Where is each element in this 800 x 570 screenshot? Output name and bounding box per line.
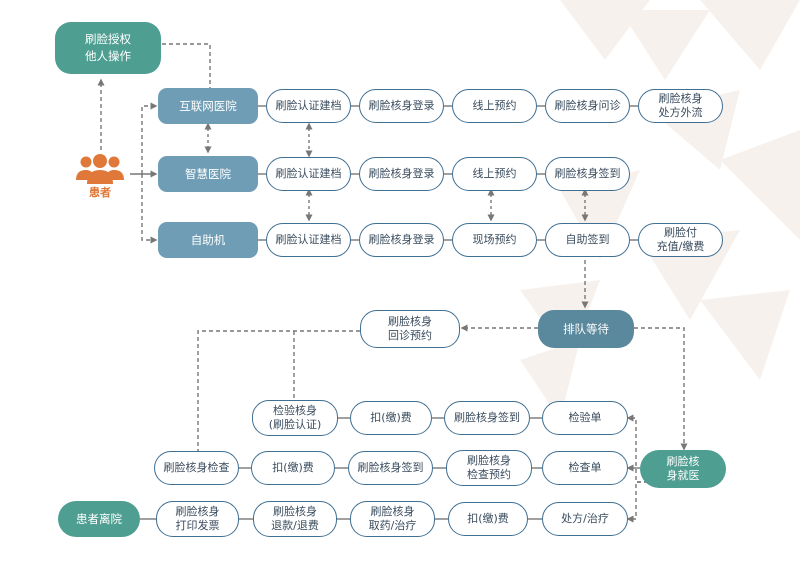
step-label: 线上预约 (472, 167, 517, 180)
bg-triangle (720, 130, 800, 240)
bg-triangle (700, 290, 790, 380)
internet-step-prescription[interactable]: 刷脸核身 处方外流 (638, 89, 723, 123)
internet-hospital-node[interactable]: 互联网医院 (158, 88, 258, 124)
kiosk-label: 自助机 (190, 233, 226, 247)
patient-arrows (97, 43, 211, 244)
step-label-line1: 刷脸核身 (467, 454, 511, 467)
rx-pay-node[interactable]: 扣(缴)费 (448, 502, 528, 536)
kiosk-step-payment[interactable]: 刷脸付 充值/缴费 (638, 223, 723, 257)
discharge-node[interactable]: 患者离院 (58, 501, 140, 537)
step-label: 刷脸核身检查 (163, 461, 230, 474)
smart-hospital-label: 智慧医院 (185, 167, 231, 181)
lab-order-node[interactable]: 检验单 (542, 401, 628, 435)
step-label: 线上预约 (472, 99, 517, 112)
kiosk-step-checkin[interactable]: 自助签到 (545, 223, 630, 257)
kiosk-step-register[interactable]: 刷脸认证建档 (266, 223, 351, 257)
internet-hospital-label: 互联网医院 (179, 99, 237, 113)
queue-label: 排队等待 (563, 322, 609, 336)
patient-label: 患者 (89, 186, 111, 199)
step-label-line2: 退款/退费 (271, 519, 319, 532)
exam-start-node[interactable]: 刷脸核身检查 (154, 451, 239, 485)
smart-step-checkin[interactable]: 刷脸核身签到 (545, 157, 630, 191)
step-label: 检查单 (568, 461, 602, 474)
step-label: 刷脸认证建档 (275, 167, 342, 180)
step-label-line2: 检查预约 (467, 468, 511, 481)
revisit-line1: 刷脸核身 (388, 315, 432, 328)
revisit-line2: 回诊预约 (388, 329, 432, 342)
bg-triangle (620, 10, 710, 80)
step-label-line2: 充值/缴费 (656, 240, 705, 253)
step-label: 现场预约 (472, 233, 517, 246)
step-label-line1: 检验核身 (273, 404, 317, 417)
step-label: 刷脸核身登录 (368, 167, 435, 180)
step-label: 自助签到 (565, 233, 610, 246)
step-label: 处方/治疗 (561, 512, 609, 525)
bg-triangle (700, 0, 800, 70)
step-label-line2: 取药/治疗 (368, 519, 417, 532)
step-label: 刷脸核身签到 (554, 167, 621, 180)
flow-arrows (197, 260, 688, 523)
step-label: 刷脸认证建档 (275, 233, 342, 246)
lab-checkin-node[interactable]: 刷脸核身签到 (444, 401, 530, 435)
visit-line2: 身就医 (666, 469, 700, 482)
medicine-node[interactable]: 刷脸核身 取药/治疗 (350, 501, 435, 537)
step-label-line2: 处方外流 (658, 106, 703, 119)
face-visit-node[interactable]: 刷脸核 身就医 (640, 450, 726, 488)
exam-pay-node[interactable]: 扣(缴)费 (251, 451, 335, 485)
smart-step-register[interactable]: 刷脸认证建档 (266, 157, 351, 191)
authorization-line2: 他人操作 (85, 49, 131, 63)
step-label: 刷脸认证建档 (275, 99, 342, 112)
step-label: 刷脸核身问诊 (554, 99, 621, 112)
step-label-line2: 打印发票 (175, 519, 220, 532)
exam-checkin-node[interactable]: 刷脸核身签到 (348, 451, 433, 485)
authorization-node[interactable]: 刷脸授权 他人操作 (55, 22, 161, 74)
step-label: 刷脸核身登录 (368, 233, 435, 246)
sync-arrows (204, 122, 589, 222)
exam-order-node[interactable]: 检查单 (542, 451, 628, 485)
step-label: 扣(缴)费 (467, 512, 509, 525)
step-label: 刷脸核身登录 (368, 99, 435, 112)
internet-step-consult[interactable]: 刷脸核身问诊 (545, 89, 630, 123)
internet-step-register[interactable]: 刷脸认证建档 (266, 89, 351, 123)
step-label-line1: 刷脸核身 (175, 505, 220, 518)
people-icon (76, 154, 124, 184)
step-label-line1: 刷脸核身 (273, 505, 317, 518)
revisit-booking-node[interactable]: 刷脸核身 回诊预约 (360, 310, 460, 348)
step-label: 刷脸核身签到 (357, 461, 424, 474)
row-connectors (140, 105, 638, 520)
exam-booking-node[interactable]: 刷脸核身 检查预约 (446, 450, 532, 486)
smart-step-login[interactable]: 刷脸核身登录 (359, 157, 444, 191)
internet-step-login[interactable]: 刷脸核身登录 (359, 89, 444, 123)
refund-node[interactable]: 刷脸核身 退款/退费 (253, 501, 337, 537)
smart-step-booking[interactable]: 线上预约 (452, 157, 537, 191)
visit-line1: 刷脸核 (666, 455, 700, 468)
bg-triangle (560, 170, 640, 260)
discharge-label: 患者离院 (76, 511, 122, 526)
internet-step-booking[interactable]: 线上预约 (452, 89, 537, 123)
step-label-line2: (刷脸认证) (268, 418, 322, 431)
lab-auth-node[interactable]: 检验核身 (刷脸认证) (252, 400, 338, 436)
kiosk-node[interactable]: 自助机 (158, 222, 258, 258)
step-label-line1: 刷脸核身 (658, 92, 703, 105)
step-label-line1: 刷脸核身 (370, 505, 415, 518)
smart-hospital-node[interactable]: 智慧医院 (158, 156, 258, 192)
step-label: 扣(缴)费 (370, 411, 412, 424)
step-label: 检验单 (568, 411, 602, 424)
print-invoice-node[interactable]: 刷脸核身 打印发票 (156, 501, 239, 537)
kiosk-step-booking[interactable]: 现场预约 (452, 223, 537, 257)
queue-node[interactable]: 排队等待 (538, 310, 634, 348)
step-label: 刷脸核身签到 (454, 411, 520, 424)
prescription-node[interactable]: 处方/治疗 (542, 502, 628, 536)
authorization-line1: 刷脸授权 (85, 32, 131, 46)
kiosk-step-login[interactable]: 刷脸核身登录 (359, 223, 444, 257)
step-label: 扣(缴)费 (272, 461, 314, 474)
step-label-line1: 刷脸付 (664, 226, 697, 239)
bg-triangle (520, 340, 580, 420)
lab-pay-node[interactable]: 扣(缴)费 (350, 401, 432, 435)
